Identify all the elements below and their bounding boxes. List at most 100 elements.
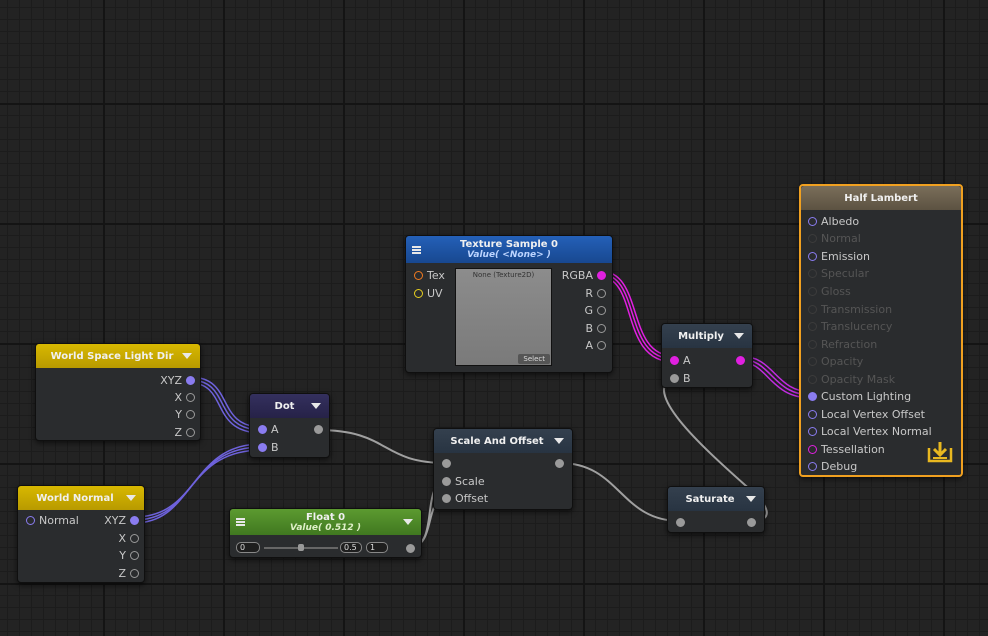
dropdown-arrow-icon[interactable] — [734, 333, 744, 339]
port-dot[interactable] — [808, 392, 817, 401]
port-dot[interactable] — [808, 217, 817, 226]
output-a[interactable]: A — [585, 340, 606, 352]
port-dot[interactable] — [597, 289, 606, 298]
dropdown-arrow-icon[interactable] — [746, 496, 756, 502]
port-dot[interactable] — [808, 410, 817, 419]
output-rgba[interactable]: RGBA — [562, 270, 606, 282]
port-dot[interactable] — [808, 340, 817, 349]
dropdown-arrow-icon[interactable] — [403, 519, 413, 525]
input-opacity[interactable]: Opacity — [808, 356, 863, 368]
input-b[interactable]: B — [258, 442, 279, 454]
port-dot[interactable] — [186, 393, 195, 402]
input-a[interactable]: A — [670, 355, 691, 367]
texture-sample-node[interactable]: Texture Sample 0 Value( <None> ) Tex UV … — [405, 235, 613, 373]
port-dot[interactable] — [442, 459, 451, 468]
input-refraction[interactable]: Refraction — [808, 339, 877, 351]
port-dot[interactable] — [258, 443, 267, 452]
input-specular[interactable]: Specular — [808, 268, 869, 280]
port-dot[interactable] — [406, 544, 415, 553]
max-value-field[interactable]: 1 — [366, 542, 388, 553]
dropdown-arrow-icon[interactable] — [126, 495, 136, 501]
world-space-light-dir-node[interactable]: World Space Light Dir XYZ X Y Z — [35, 343, 201, 441]
input-custom-lighting[interactable]: Custom Lighting — [808, 391, 911, 403]
texture-select-button[interactable]: Select — [518, 354, 550, 364]
port-dot[interactable] — [258, 425, 267, 434]
port-dot[interactable] — [747, 518, 756, 527]
input-tessellation[interactable]: Tessellation — [808, 444, 885, 456]
input-uv[interactable]: UV — [414, 288, 443, 300]
dropdown-arrow-icon[interactable] — [554, 438, 564, 444]
port-dot[interactable] — [442, 494, 451, 503]
output-xyz[interactable]: XYZ — [104, 515, 139, 527]
port-dot[interactable] — [597, 306, 606, 315]
scale-and-offset-header[interactable]: Scale And Offset — [434, 429, 572, 453]
input-emission[interactable]: Emission — [808, 251, 870, 263]
dropdown-arrow-icon[interactable] — [311, 403, 321, 409]
menu-icon[interactable] — [412, 245, 421, 254]
input-transmission[interactable]: Transmission — [808, 304, 892, 316]
port-dot[interactable] — [555, 459, 564, 468]
value-field[interactable]: 0.5 — [340, 542, 362, 553]
port-dot[interactable] — [808, 322, 817, 331]
port-dot[interactable] — [597, 324, 606, 333]
float-0-header[interactable]: Float 0 Value( 0.512 ) — [230, 509, 421, 535]
port-dot[interactable] — [808, 305, 817, 314]
input-b[interactable]: B — [670, 373, 691, 385]
output-xyz[interactable]: XYZ — [160, 375, 195, 387]
port-dot[interactable] — [736, 356, 745, 365]
input-normal[interactable]: Normal — [808, 233, 861, 245]
input-albedo[interactable]: Albedo — [808, 216, 859, 228]
save-output-icon[interactable] — [927, 440, 953, 464]
world-normal-header[interactable]: World Normal — [18, 486, 144, 510]
port-dot[interactable] — [442, 477, 451, 486]
input-a[interactable]: A — [258, 424, 279, 436]
port-dot[interactable] — [130, 534, 139, 543]
output-b[interactable]: B — [585, 323, 606, 335]
port-dot[interactable] — [130, 516, 139, 525]
min-value-field[interactable]: 0 — [236, 542, 260, 553]
port-dot[interactable] — [314, 425, 323, 434]
output-x[interactable]: X — [118, 533, 139, 545]
output-y[interactable]: Y — [175, 409, 195, 421]
dot-header[interactable]: Dot — [250, 394, 329, 418]
port-dot[interactable] — [186, 428, 195, 437]
port-dot[interactable] — [808, 269, 817, 278]
input-gloss[interactable]: Gloss — [808, 286, 851, 298]
input-local-vertex-offset[interactable]: Local Vertex Offset — [808, 409, 925, 421]
output-z[interactable]: Z — [174, 427, 195, 439]
port-dot[interactable] — [130, 551, 139, 560]
half-lambert-output-node[interactable]: Half Lambert Albedo Normal Emission Spec… — [799, 184, 963, 477]
world-normal-node[interactable]: World Normal Normal XYZ X Y Z — [17, 485, 145, 583]
output-x[interactable]: X — [174, 392, 195, 404]
port-dot[interactable] — [808, 462, 817, 471]
port-dot[interactable] — [186, 376, 195, 385]
input-debug[interactable]: Debug — [808, 461, 857, 473]
saturate-node[interactable]: Saturate — [667, 486, 765, 533]
scale-and-offset-node[interactable]: Scale And Offset Scale Offset — [433, 428, 573, 510]
multiply-node[interactable]: Multiply A B — [661, 323, 753, 388]
saturate-header[interactable]: Saturate — [668, 487, 764, 511]
port-dot[interactable] — [808, 287, 817, 296]
input-tex[interactable]: Tex — [414, 270, 445, 282]
multiply-header[interactable]: Multiply — [662, 324, 752, 348]
world-space-light-dir-header[interactable]: World Space Light Dir — [36, 344, 200, 368]
port-dot[interactable] — [676, 518, 685, 527]
dot-node[interactable]: Dot A B — [249, 393, 330, 458]
texture-sample-header[interactable]: Texture Sample 0 Value( <None> ) — [406, 236, 612, 263]
input-offset[interactable]: Offset — [442, 493, 488, 505]
port-dot[interactable] — [414, 289, 423, 298]
port-dot[interactable] — [808, 357, 817, 366]
input-local-vertex-normal[interactable]: Local Vertex Normal — [808, 426, 932, 438]
texture-preview[interactable]: None (Texture2D) Select — [455, 268, 552, 366]
input-scale[interactable]: Scale — [442, 476, 485, 488]
input-opacity-mask[interactable]: Opacity Mask — [808, 374, 895, 386]
dropdown-arrow-icon[interactable] — [182, 353, 192, 359]
port-dot[interactable] — [597, 341, 606, 350]
float-0-node[interactable]: Float 0 Value( 0.512 ) 0 0.5 1 — [229, 508, 422, 558]
output-g[interactable]: G — [584, 305, 606, 317]
port-dot[interactable] — [808, 252, 817, 261]
port-dot[interactable] — [670, 356, 679, 365]
port-dot[interactable] — [808, 427, 817, 436]
port-dot[interactable] — [26, 516, 35, 525]
output-z[interactable]: Z — [118, 568, 139, 580]
